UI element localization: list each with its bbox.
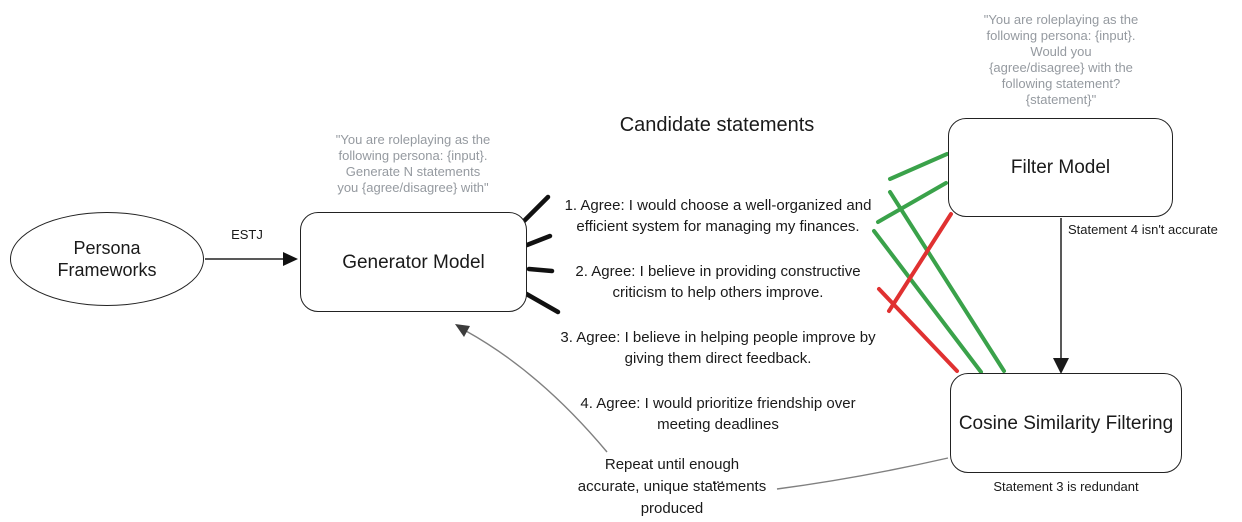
cosine-note-statement3: Statement 3 is redundant bbox=[993, 479, 1139, 494]
candidate-statements-title: Candidate statements bbox=[619, 114, 815, 136]
stub-statement-3 bbox=[526, 266, 555, 274]
repeat-note: Repeat until enough accurate, unique sta… bbox=[577, 456, 767, 517]
estj-arrowhead bbox=[283, 252, 298, 266]
stub-statement-4 bbox=[520, 289, 561, 315]
edge-stmt2-to-cosine bbox=[872, 229, 983, 374]
generator-model-label: Generator Model bbox=[342, 251, 485, 273]
filter-note-statement4: Statement 4 isn't accurate bbox=[1068, 222, 1218, 237]
candidate-statement-1: 1. Agree: I would choose a well-organize… bbox=[564, 197, 872, 235]
edge-stmt1-to-cosine bbox=[888, 190, 1006, 373]
cosine-to-repeat-line bbox=[776, 457, 949, 490]
repeat-to-generator-arrowhead bbox=[455, 324, 470, 337]
filter-to-cosine-arrowhead bbox=[1053, 358, 1069, 374]
candidate-statements-list: 1. Agree: I would choose a well-organize… bbox=[540, 174, 896, 513]
candidate-statements-ellipsis: ... bbox=[711, 470, 725, 487]
persona-frameworks-label: Persona Frameworks bbox=[57, 238, 157, 280]
stub-statement-2 bbox=[524, 233, 553, 248]
node-generator-model: Generator Model bbox=[300, 212, 527, 312]
filter-prompt-text: "You are roleplaying as the following pe… bbox=[983, 12, 1139, 107]
node-persona-frameworks: Persona Frameworks bbox=[10, 212, 204, 306]
edge-stmt3-to-cosine bbox=[877, 287, 959, 373]
candidate-statement-2: 2. Agree: I believe in providing constru… bbox=[575, 263, 861, 301]
cosine-similarity-label: Cosine Similarity Filtering bbox=[958, 412, 1174, 434]
node-cosine-similarity-filtering: Cosine Similarity Filtering bbox=[950, 373, 1182, 473]
estj-edge-label: ESTJ bbox=[231, 227, 263, 242]
candidate-statement-4: 4. Agree: I would prioritize friendship … bbox=[580, 395, 856, 433]
stub-statement-1 bbox=[521, 194, 551, 224]
edge-stmt1-to-filter bbox=[888, 152, 949, 181]
node-filter-model: Filter Model bbox=[948, 118, 1173, 217]
candidate-statement-3: 3. Agree: I believe in helping people im… bbox=[560, 329, 876, 367]
filter-model-label: Filter Model bbox=[1010, 157, 1111, 178]
repeat-to-generator-line bbox=[465, 330, 608, 453]
generator-prompt-text: "You are roleplaying as the following pe… bbox=[335, 132, 491, 195]
edge-filter-rejects-stmt4 bbox=[887, 212, 953, 313]
edge-stmt2-to-filter bbox=[876, 181, 948, 224]
